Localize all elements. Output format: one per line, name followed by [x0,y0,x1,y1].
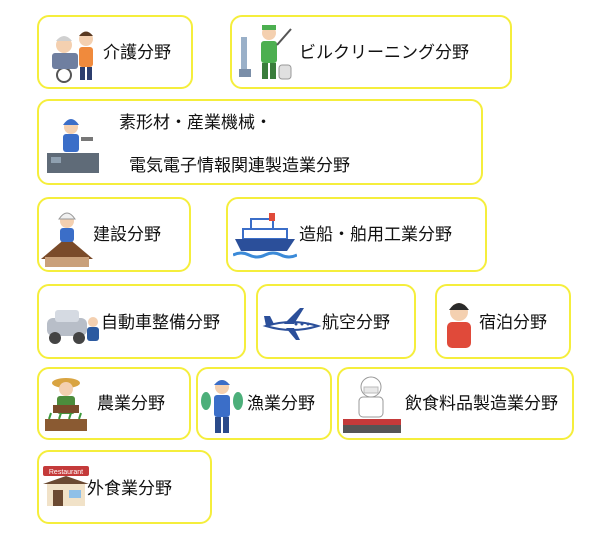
restaurant-icon: Restaurant [43,466,89,506]
airplane-icon [262,308,322,340]
field-card-manufacturing[interactable]: 素形材・産業機械・ 電気電子情報関連製造業分野 [37,99,483,185]
car-mechanic-icon [47,310,99,344]
field-card-building-cleaning[interactable]: ビルクリーニング分野 [230,15,512,89]
field-label: 航空分野 [322,313,390,333]
field-card-food-service[interactable]: Restaurant 外食業分野 [37,450,212,524]
field-label: 建設分野 [93,225,161,245]
field-label: 自動車整備分野 [101,313,220,333]
restaurant-sign-text: Restaurant [49,469,83,476]
construction-worker-icon [41,212,93,267]
field-card-agriculture[interactable]: 農業分野 [37,367,191,440]
field-label: 外食業分野 [87,479,172,499]
field-label: 飲食料品製造業分野 [405,394,558,414]
farmer-icon [45,378,87,431]
factory-worker-icon [47,119,99,173]
hotel-staff-icon [447,303,471,348]
field-card-aviation[interactable]: 航空分野 [256,284,416,359]
field-label: 造船・舶用工業分野 [299,225,452,245]
field-card-fishery[interactable]: 漁業分野 [196,367,332,440]
field-label: 漁業分野 [247,394,315,414]
field-label-line1: 素形材・産業機械・ [119,113,272,133]
field-label: 介護分野 [103,43,171,63]
field-label: ビルクリーニング分野 [299,43,469,63]
caregiver-icon [52,31,93,83]
field-card-shipbuilding[interactable]: 造船・舶用工業分野 [226,197,487,272]
field-label: 農業分野 [97,394,165,414]
field-label-line2: 電気電子情報関連製造業分野 [129,156,350,176]
fisherman-icon [201,380,243,433]
ship-icon [233,213,297,259]
field-card-accommodation[interactable]: 宿泊分野 [435,284,571,359]
field-label: 宿泊分野 [479,313,547,333]
cleaning-worker-icon [239,25,292,80]
food-factory-worker-icon [343,376,401,433]
field-card-auto-maintenance[interactable]: 自動車整備分野 [37,284,246,359]
field-card-nursing-care[interactable]: 介護分野 [37,15,193,89]
field-card-construction[interactable]: 建設分野 [37,197,191,272]
field-card-food-manufacturing[interactable]: 飲食料品製造業分野 [337,367,574,440]
